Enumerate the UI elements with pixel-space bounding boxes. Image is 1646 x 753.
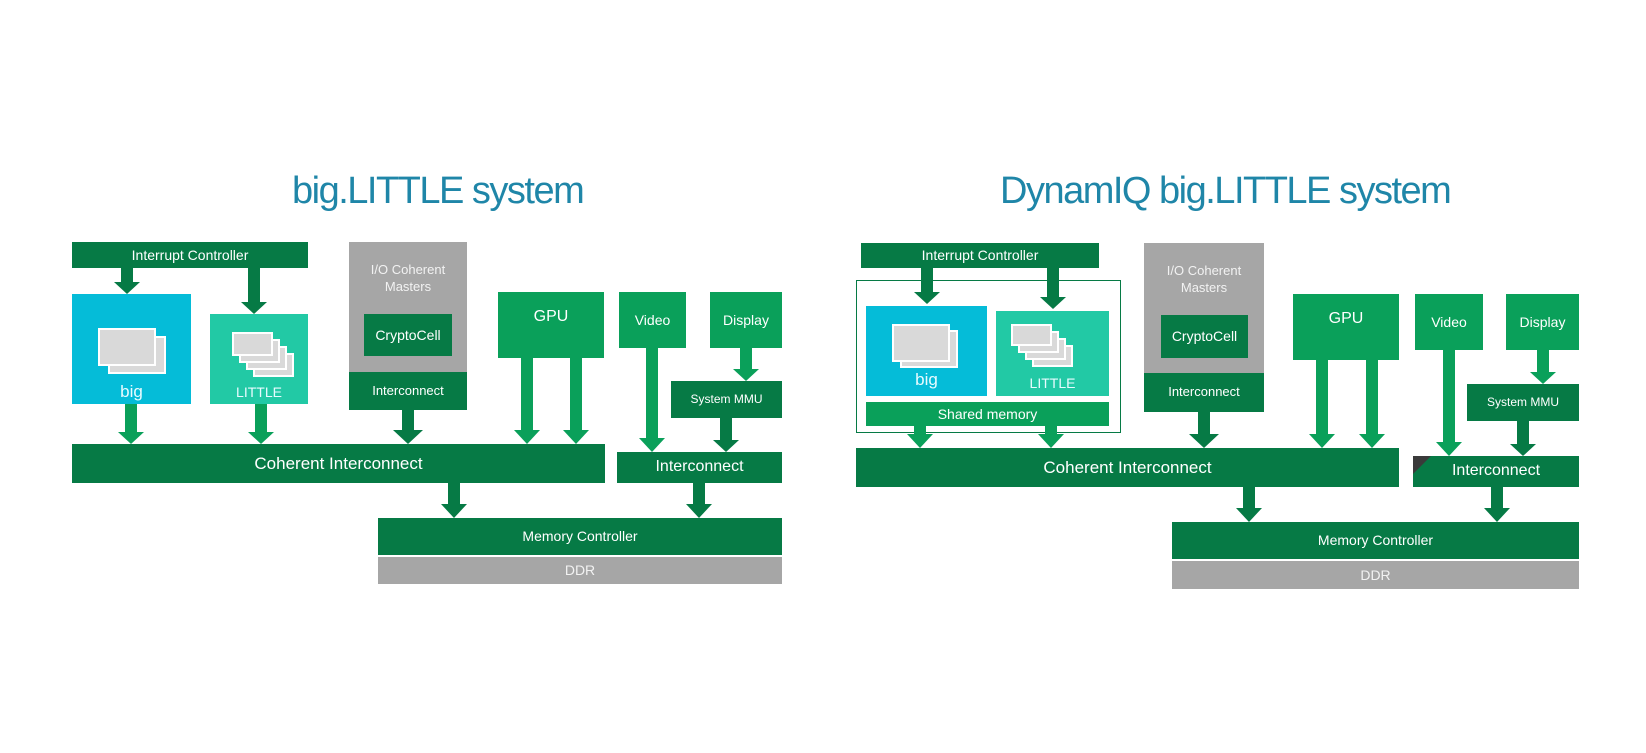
right-io-interconnect-label: Interconnect: [1168, 384, 1240, 400]
right-shared-memory: Shared memory: [866, 402, 1109, 426]
corner-marker-icon: [1413, 456, 1431, 474]
right-display: Display: [1506, 294, 1579, 350]
arrow-gpu-to-ci-1-icon: [514, 358, 540, 444]
right-big-label: big: [915, 370, 938, 389]
arrow-shared-to-ci-2-icon: [1038, 426, 1064, 448]
left-io-interconnect-label: Interconnect: [372, 382, 444, 398]
arrow-ic-to-little-icon: [241, 268, 267, 314]
arrow-io-to-ci-r-icon: [1189, 412, 1219, 448]
right-gpu-label: GPU: [1328, 310, 1364, 327]
right-big-cluster: big: [866, 306, 987, 396]
arrow-gpu-to-ci-r-2-icon: [1359, 360, 1385, 448]
arrow-int-to-mc-r-icon: [1484, 487, 1510, 522]
left-video: Video: [619, 292, 686, 348]
left-coherent-interconnect-label: Coherent Interconnect: [254, 453, 423, 473]
right-memory-controller-label: Memory Controller: [1317, 532, 1434, 549]
arrow-gpu-to-ci-r-1-icon: [1309, 360, 1335, 448]
right-media-interconnect-label: Interconnect: [1451, 462, 1541, 480]
right-interrupt-controller-label: Interrupt Controller: [921, 247, 1039, 264]
left-ddr: DDR: [378, 557, 782, 584]
left-memory-controller-label: Memory Controller: [522, 528, 638, 545]
right-ddr: DDR: [1172, 561, 1579, 589]
left-media-interconnect: Interconnect: [617, 452, 782, 483]
right-video: Video: [1415, 294, 1483, 350]
left-cryptocell-label: CryptoCell: [375, 326, 441, 343]
right-shared-memory-label: Shared memory: [937, 405, 1038, 422]
left-io-masters-line2: Masters: [384, 279, 432, 294]
arrow-io-to-ci-icon: [393, 410, 423, 444]
left-big-cluster: big: [72, 294, 191, 404]
right-cryptocell: CryptoCell: [1161, 315, 1248, 358]
left-cryptocell: CryptoCell: [364, 314, 452, 356]
right-io-coherent-masters: I/O Coherent Masters CryptoCell: [1144, 243, 1264, 373]
arrow-display-to-mmu-icon: [733, 348, 759, 381]
left-diagram-title: big.LITTLE system: [292, 170, 585, 212]
arrow-ci-to-mc-icon: [441, 483, 467, 518]
right-video-label: Video: [1431, 313, 1467, 330]
arrow-big-to-ci-icon: [118, 404, 144, 444]
left-io-coherent-masters: I/O Coherent Masters CryptoCell: [349, 242, 467, 372]
arrow-gpu-to-ci-2-icon: [563, 358, 589, 444]
arrow-int-to-mc-icon: [686, 483, 712, 518]
left-gpu: GPU: [498, 292, 604, 358]
left-io-masters-line1: I/O Coherent: [370, 262, 446, 277]
arrow-ic-to-big-icon: [114, 268, 140, 294]
left-big-label: big: [120, 382, 143, 401]
right-coherent-interconnect: Coherent Interconnect: [856, 448, 1399, 487]
left-display-label: Display: [723, 311, 769, 328]
arrow-ic-to-big-r-icon: [914, 268, 940, 304]
left-coherent-interconnect: Coherent Interconnect: [72, 444, 605, 483]
arrow-little-to-ci-icon: [248, 404, 274, 444]
right-system-mmu: System MMU: [1467, 384, 1579, 421]
left-memory-controller: Memory Controller: [378, 518, 782, 555]
right-gpu: GPU: [1293, 294, 1399, 360]
left-system-mmu: System MMU: [671, 381, 782, 418]
right-io-interconnect: Interconnect: [1144, 373, 1264, 412]
right-little-cluster: LITTLE: [996, 311, 1109, 396]
left-interrupt-controller: Interrupt Controller: [72, 242, 308, 268]
left-ddr-label: DDR: [564, 562, 596, 579]
right-io-masters-line1: I/O Coherent: [1166, 263, 1242, 278]
left-little-cluster: LITTLE: [210, 314, 308, 404]
left-video-label: Video: [634, 311, 671, 328]
arrow-ci-to-mc-r-icon: [1236, 487, 1262, 522]
arrow-ic-to-little-r-icon: [1040, 268, 1066, 309]
right-coherent-interconnect-label: Coherent Interconnect: [1043, 457, 1212, 477]
left-display: Display: [710, 292, 782, 348]
right-memory-controller: Memory Controller: [1172, 522, 1579, 559]
right-diagram-title: DynamIQ big.LITTLE system: [1000, 170, 1452, 212]
arrow-video-to-int-r-icon: [1436, 350, 1462, 456]
left-interrupt-controller-label: Interrupt Controller: [131, 246, 249, 263]
arrow-shared-to-ci-1-icon: [907, 426, 933, 448]
left-io-interconnect: Interconnect: [349, 372, 467, 410]
left-little-label: LITTLE: [236, 384, 282, 400]
right-display-label: Display: [1519, 313, 1566, 330]
right-cryptocell-label: CryptoCell: [1171, 328, 1238, 345]
dynamiq-cluster-frame: [856, 280, 1121, 433]
left-system-mmu-label: System MMU: [690, 391, 763, 406]
right-media-interconnect: Interconnect: [1413, 456, 1579, 487]
right-little-label: LITTLE: [1029, 375, 1076, 391]
left-gpu-label: GPU: [533, 308, 569, 325]
arrow-display-to-mmu-r-icon: [1530, 350, 1556, 384]
arrow-video-to-int-icon: [639, 348, 665, 452]
left-media-interconnect-label: Interconnect: [655, 458, 744, 476]
right-io-masters-line2: Masters: [1180, 280, 1228, 295]
right-system-mmu-label: System MMU: [1487, 394, 1559, 409]
right-interrupt-controller: Interrupt Controller: [861, 243, 1099, 268]
arrow-mmu-to-int-r-icon: [1510, 421, 1536, 456]
right-ddr-label: DDR: [1360, 566, 1391, 583]
arrow-mmu-to-int-icon: [713, 418, 739, 452]
